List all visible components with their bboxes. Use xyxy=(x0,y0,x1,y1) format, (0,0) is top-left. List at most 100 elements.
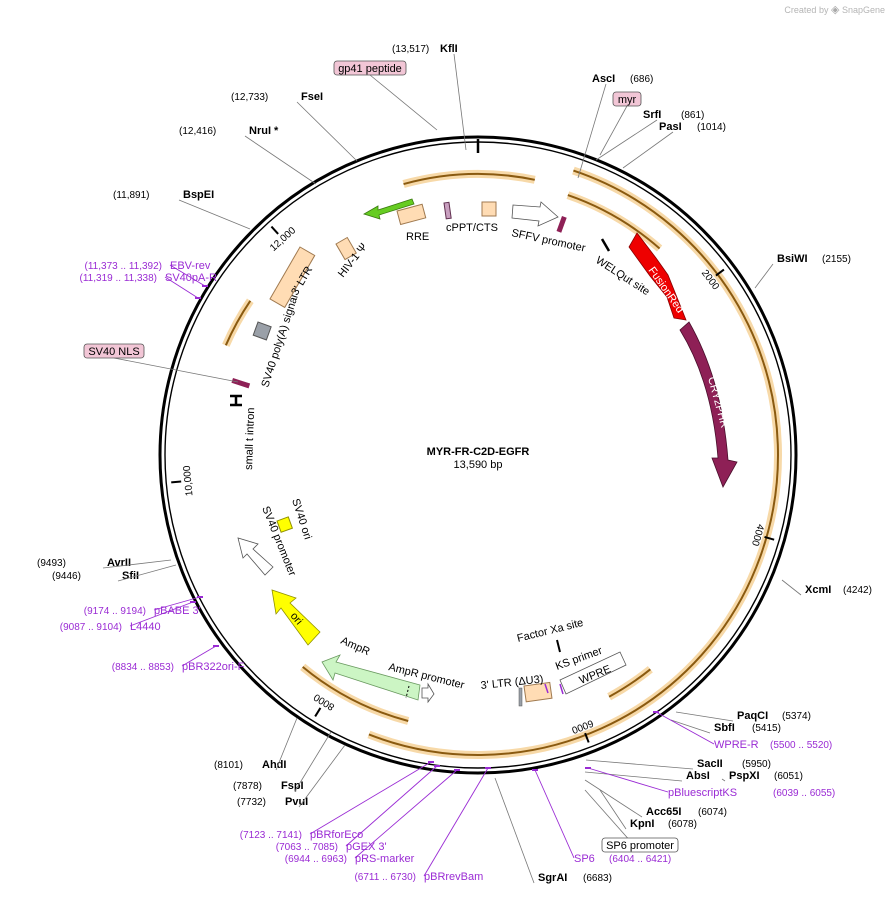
enzyme-leader-line xyxy=(244,135,317,185)
enzyme-name: AbsI xyxy=(686,770,710,782)
scale-tick-label-10000: 10,000 xyxy=(182,465,196,497)
enzyme-site: (13,517)KflI xyxy=(392,43,467,151)
cry2phr-label: CRY2PHR xyxy=(705,376,730,430)
sffv-promoter-label: SFFV promoter xyxy=(510,227,586,254)
orf-arc-big xyxy=(368,169,779,756)
boxed-label-bg xyxy=(601,837,679,853)
primer-site: pBRrevBam(6711 .. 6730) xyxy=(354,767,491,883)
primer-position: (5500 .. 5520) xyxy=(770,740,832,751)
orf-arcs xyxy=(222,166,782,759)
boxed-feature-label: myr xyxy=(599,91,642,156)
enzyme-position: (12,733) xyxy=(231,92,268,103)
enzyme-name: XcmI xyxy=(805,584,831,596)
enzyme-name: AscI xyxy=(592,73,615,85)
enzyme-site: (4242) XcmI xyxy=(781,579,872,596)
enzyme-position: (7878) xyxy=(233,781,262,792)
enzyme-site: (861)SrfI xyxy=(595,109,704,161)
enzyme-position: (7732) xyxy=(237,797,266,808)
enzyme-site: (686) AscI xyxy=(577,73,653,179)
enzyme-leader-line xyxy=(622,131,674,169)
enzyme-position: (686) xyxy=(630,74,653,85)
primer-leader-line xyxy=(169,264,206,287)
sv40-polya-label: SV40 poly(A) signal xyxy=(259,293,300,389)
primer-site: pBRforEco (7123 .. 7141) xyxy=(240,761,434,841)
boxed-label-bg xyxy=(83,343,145,359)
orf-arc-fusion xyxy=(567,194,661,250)
boxed-leader-line xyxy=(599,105,628,156)
primer-site: SP6(6404 .. 6421) xyxy=(532,769,671,865)
enzyme-position: (5950) xyxy=(742,759,771,770)
site-labels: (13,517)KflI(686)AscI(861)SrfI(1014)PasI… xyxy=(37,43,872,884)
primer-name: SP6 xyxy=(574,853,595,865)
ltr3-du3-feature xyxy=(523,681,553,703)
enzyme-name: FspI xyxy=(281,780,304,792)
plasmid-name: MYR-FR-C2D-EGFR xyxy=(427,446,530,458)
fusionred-feature xyxy=(628,232,687,321)
boxed-leader-line xyxy=(113,357,239,383)
boxed-leader-line xyxy=(369,74,438,131)
enzyme-position: (6078) xyxy=(668,819,697,830)
primer-name: EBV-rev xyxy=(170,260,211,272)
enzyme-site: (6074)Acc65I xyxy=(584,779,727,818)
enzyme-name: PasI xyxy=(659,121,682,133)
primer-name: pBluescriptKS xyxy=(668,787,737,799)
primer-leader-line xyxy=(345,765,438,847)
scale-tick-10000 xyxy=(171,480,182,484)
enzyme-name: KflI xyxy=(440,43,458,55)
enzyme-name: AhdI xyxy=(262,759,286,771)
primer-name: SV40pA-R xyxy=(165,272,217,284)
enzyme-site: (6683)SgrAI xyxy=(494,777,612,884)
enzyme-position: (11,891) xyxy=(113,190,150,201)
scale-tick-4000 xyxy=(764,535,775,541)
wpre-feature xyxy=(559,651,627,695)
enzyme-site: (6051)PspXI xyxy=(721,770,803,782)
enzyme-leader-line xyxy=(117,564,177,582)
primer-site: EBV-rev(11,373 .. 11,392) xyxy=(85,260,211,287)
enzyme-leader-line xyxy=(275,717,298,771)
enzyme-position: (9493) xyxy=(37,558,66,569)
enzyme-position: (4242) xyxy=(843,585,872,596)
primer-name: pBABE 3' xyxy=(154,605,201,617)
enzyme-name: BspEI xyxy=(183,189,214,201)
primer-position: (9174 .. 9194) xyxy=(84,606,146,617)
snapgene-watermark: Created by ◈ SnapGene xyxy=(784,3,885,16)
primer-position: (11,319 .. 11,338) xyxy=(80,273,157,284)
enzyme-leader-line xyxy=(675,711,734,722)
enzyme-site: AbsI xyxy=(584,770,710,782)
watermark-brand: SnapGene xyxy=(841,5,885,15)
primer-name: L4440 xyxy=(130,621,161,633)
sv40-nls-marker xyxy=(231,378,251,389)
primer-site: pBR322ori-F(8834 .. 8853) xyxy=(112,645,245,673)
enzyme-position: (2155) xyxy=(822,254,851,265)
sffv-promoter-feature xyxy=(511,201,559,227)
snapgene-logo-icon: ◈ xyxy=(830,4,840,16)
boxed-label-text: SP6 promoter xyxy=(606,840,674,852)
primer-leader-line xyxy=(354,769,458,859)
enzyme-name: Acc65I xyxy=(646,806,681,818)
enzyme-leader-line xyxy=(178,199,251,230)
enzyme-position: (861) xyxy=(681,110,704,121)
cppt-cts-label: cPPT/CTS xyxy=(446,222,498,234)
primer-marker-ks xyxy=(544,683,549,694)
small-t-intron-feature xyxy=(230,394,242,407)
primer-name: pBRforEco xyxy=(310,829,363,841)
enzyme-leader-line xyxy=(298,744,346,808)
boxed-label-bg xyxy=(333,60,407,76)
enzyme-name: AvrII xyxy=(107,557,131,569)
primer-site: pRS-marker(6944 .. 6963) xyxy=(285,769,460,865)
boxed-label-text: SV40 NLS xyxy=(88,346,139,358)
enzyme-position: (5415) xyxy=(752,723,781,734)
enzyme-site: (5374)PaqCI xyxy=(675,710,811,722)
boxed-label-text: myr xyxy=(618,94,637,106)
factor-xa-marker xyxy=(556,639,561,653)
enzyme-name: PspXI xyxy=(729,770,760,782)
primer-site: pGEX 3'(7063 .. 7085) xyxy=(276,765,440,853)
enzyme-position: (12,416) xyxy=(179,126,216,137)
primer-name: pBRrevBam xyxy=(424,871,483,883)
enzyme-position: (9446) xyxy=(52,571,81,582)
enzyme-leader-line xyxy=(453,53,467,151)
primer-position: (6944 .. 6963) xyxy=(285,854,347,865)
cry2phr-feature xyxy=(679,321,738,488)
primer-position: (7123 .. 7141) xyxy=(240,830,302,841)
